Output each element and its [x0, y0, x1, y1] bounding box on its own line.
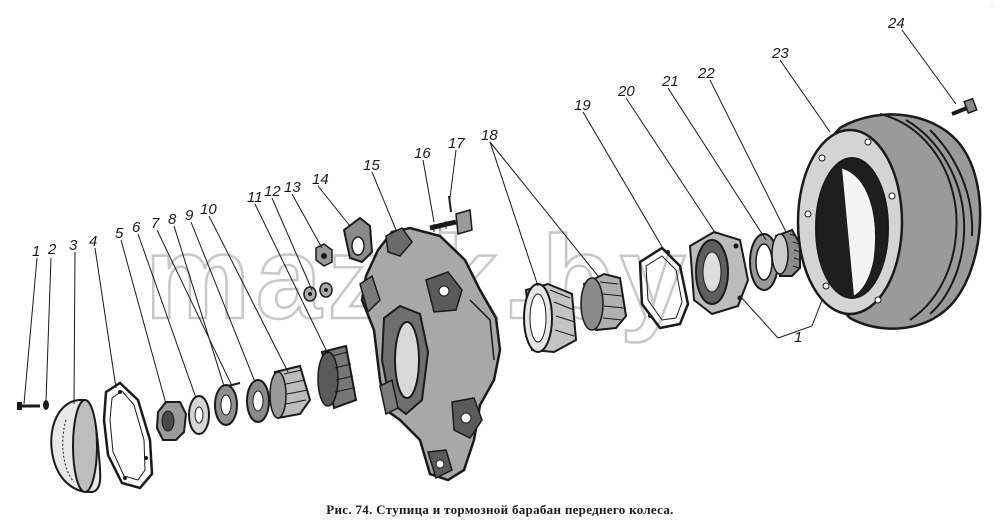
label-part-7: 7: [151, 215, 160, 232]
part-12-stud-washer: [303, 286, 317, 302]
part-3-hub-cap: [50, 398, 102, 494]
part-14-bracket: [342, 216, 374, 264]
part-24-bolt: [951, 97, 978, 116]
label-part-2: 2: [47, 241, 57, 258]
label-part-14: 14: [312, 171, 329, 188]
part-10-outer-bearing: [269, 364, 312, 420]
part-6-lock-washer: [188, 395, 210, 435]
label-part-12: 12: [264, 183, 281, 200]
label-part-23: 23: [771, 45, 789, 62]
label-part-4: 4: [89, 233, 97, 250]
part-18-bearing-race: [523, 282, 578, 354]
label-part-16: 16: [414, 145, 431, 162]
label-part-6: 6: [132, 219, 141, 236]
part-9-bearing-ring: [246, 379, 270, 423]
label-part-3: 3: [69, 237, 78, 254]
part-23-brake-drum: [796, 113, 982, 330]
label-part-24: 24: [887, 15, 905, 32]
part-8-adjusting-nut: [214, 384, 238, 426]
label-part-17: 17: [448, 135, 465, 152]
label-part-1-right: 1: [794, 329, 802, 346]
corner-mark: ▫: [991, 2, 994, 11]
part-19-seal: [638, 246, 690, 330]
leader-lines: [23, 29, 957, 405]
label-part-20: 20: [617, 83, 635, 100]
part-2-small-washer: [43, 400, 49, 410]
part-13-stud-nut: [315, 243, 333, 298]
part-17-split-pin: [448, 195, 452, 213]
part-1-bolt: [17, 402, 40, 410]
label-part-22: 22: [697, 65, 715, 82]
label-part-10: 10: [200, 201, 217, 218]
part-16-wheel-stud: [429, 209, 473, 235]
part-15-wheel-hub: [359, 226, 502, 482]
label-part-8: 8: [168, 211, 177, 228]
part-21-ring: [749, 233, 779, 291]
part-number-labels: 1 2 3 4 5 6 7 8 9 10 11 12 13 14 15 16 1…: [32, 15, 905, 346]
label-part-19: 19: [574, 97, 591, 114]
part-11-bearing-race: [317, 344, 358, 410]
label-part-21: 21: [661, 73, 679, 90]
part-22-gear-ring: [771, 228, 801, 277]
figure-caption: Рис. 74. Ступица и тормозной барабан пер…: [326, 502, 674, 517]
label-part-1: 1: [32, 243, 40, 260]
label-part-15: 15: [363, 157, 380, 174]
part-18-inner-bearing: [580, 272, 628, 332]
label-part-9: 9: [185, 207, 194, 224]
label-part-13: 13: [284, 179, 301, 196]
label-part-5: 5: [115, 225, 124, 242]
label-part-18: 18: [481, 127, 498, 144]
part-5-hub-nut: [155, 401, 188, 441]
label-part-11: 11: [247, 189, 263, 206]
part-4-gasket: [102, 381, 154, 490]
part-20-seal-housing: [688, 230, 750, 316]
